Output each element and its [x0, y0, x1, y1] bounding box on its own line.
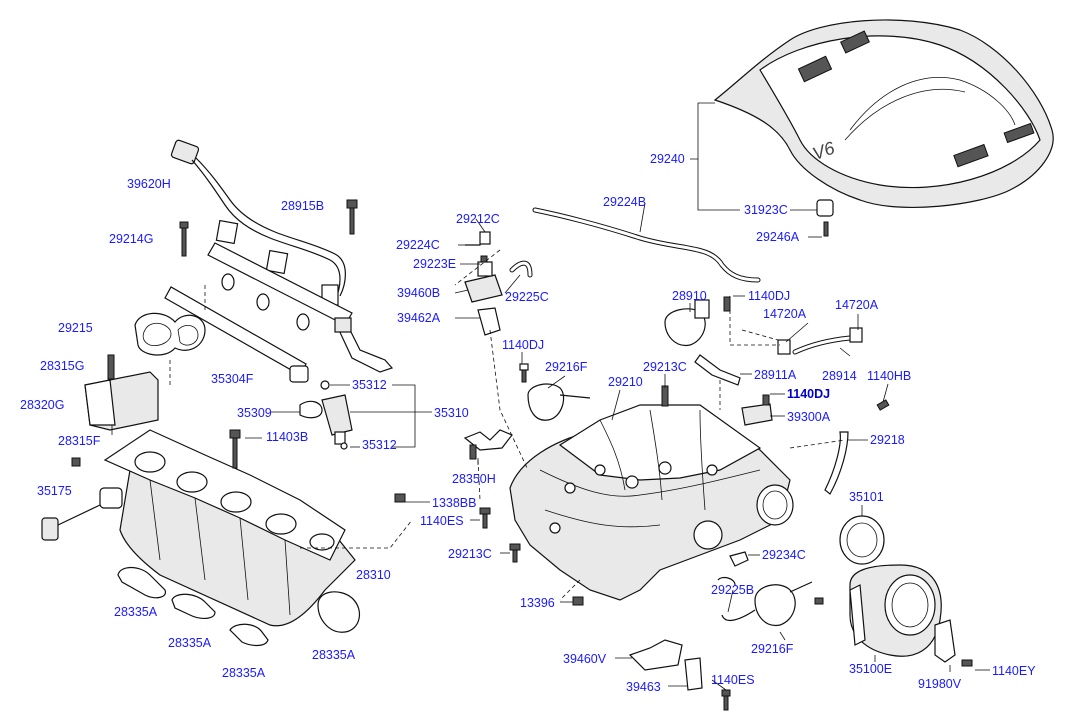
label-35309: 35309 [237, 406, 272, 420]
label-29213C-bottom: 29213C [448, 547, 492, 561]
label-35100E: 35100E [849, 662, 893, 676]
label-11403B: 11403B [266, 430, 309, 444]
label-1140EY: 1140EY [992, 664, 1036, 678]
label-29210: 29210 [608, 375, 643, 389]
label-28350H: 28350H [452, 472, 496, 486]
fuel-injector [299, 380, 353, 450]
injector-leaders [111, 285, 432, 549]
label-28914: 28914 [822, 369, 857, 383]
label-29218: 29218 [870, 433, 905, 447]
port-gaskets [117, 566, 361, 647]
label-35175: 35175 [37, 484, 72, 498]
engine-cover: V6 [713, 19, 1054, 237]
label-14720A-right: 14720A [835, 298, 879, 312]
label-28915B: 28915B [281, 199, 325, 213]
label-91980V: 91980V [918, 677, 962, 691]
label-39460B: 39460B [397, 286, 441, 300]
label-29225C: 29225C [505, 290, 549, 304]
label-28315G: 28315G [40, 359, 85, 373]
label-35310: 35310 [434, 406, 469, 420]
label-29214G: 29214G [109, 232, 154, 246]
lower-vacuum-parts [394, 493, 813, 711]
label-29215: 29215 [58, 321, 93, 335]
label-1140HB: 1140HB [867, 369, 912, 383]
fuel-rail [164, 242, 394, 383]
lower-intake-manifold [103, 429, 356, 627]
label-28315F: 28315F [58, 434, 101, 448]
label-1140ES-mid: 1140ES [420, 514, 464, 528]
label-29224C: 29224C [396, 238, 440, 252]
label-28335A-3: 28335A [222, 666, 266, 680]
label-39460V: 39460V [563, 652, 607, 666]
label-13396: 13396 [520, 596, 555, 610]
label-28335A-4: 28335A [312, 648, 356, 662]
label-39462A: 39462A [397, 311, 441, 325]
wiring-harness [170, 139, 346, 306]
label-28911A: 28911A [754, 368, 797, 382]
upper-intake-manifold [509, 385, 794, 601]
label-29216F-bottom: 29216F [751, 642, 794, 656]
leader-lines [405, 202, 990, 691]
throttle-actuator [84, 354, 159, 431]
vacuum-solenoids [463, 207, 890, 495]
label-29246A: 29246A [756, 230, 800, 244]
label-29224B: 29224B [603, 195, 647, 209]
label-29212C: 29212C [456, 212, 500, 226]
label-39463: 39463 [626, 680, 661, 694]
label-35304F: 35304F [211, 372, 254, 386]
label-1338BB: 1338BB [432, 496, 477, 510]
label-35101: 35101 [849, 490, 884, 504]
label-28320G: 28320G [20, 398, 65, 412]
label-28335A-1: 28335A [114, 605, 158, 619]
cover-leaders [690, 102, 822, 238]
label-1140ES-bottom: 1140ES [711, 673, 755, 687]
label-29225B: 29225B [711, 583, 755, 597]
label-35312-bottom: 35312 [362, 438, 397, 452]
sensor-35175 [41, 487, 123, 541]
label-29240: 29240 [650, 152, 685, 166]
label-35312-top: 35312 [352, 378, 387, 392]
label-28910: 28910 [672, 289, 707, 303]
label-29234C: 29234C [762, 548, 806, 562]
label-29216F-top: 29216F [545, 360, 588, 374]
label-1140DJ-top: 1140DJ [748, 289, 791, 303]
label-29223E: 29223E [413, 257, 457, 271]
label-28310: 28310 [356, 568, 391, 582]
gasket-29215 [134, 312, 206, 356]
label-31923C: 31923C [744, 203, 788, 217]
label-14720A-left: 14720A [763, 307, 807, 321]
label-1140DJ-highlight: 1140DJ [787, 387, 831, 401]
throttle-body [814, 515, 973, 667]
label-29213C-top: 29213C [643, 360, 687, 374]
label-39300A: 39300A [787, 410, 831, 424]
label-28335A-2: 28335A [168, 636, 212, 650]
bolts-left [71, 199, 358, 469]
label-1140DJ-mid: 1140DJ [502, 338, 545, 352]
label-39620H: 39620H [127, 177, 171, 191]
